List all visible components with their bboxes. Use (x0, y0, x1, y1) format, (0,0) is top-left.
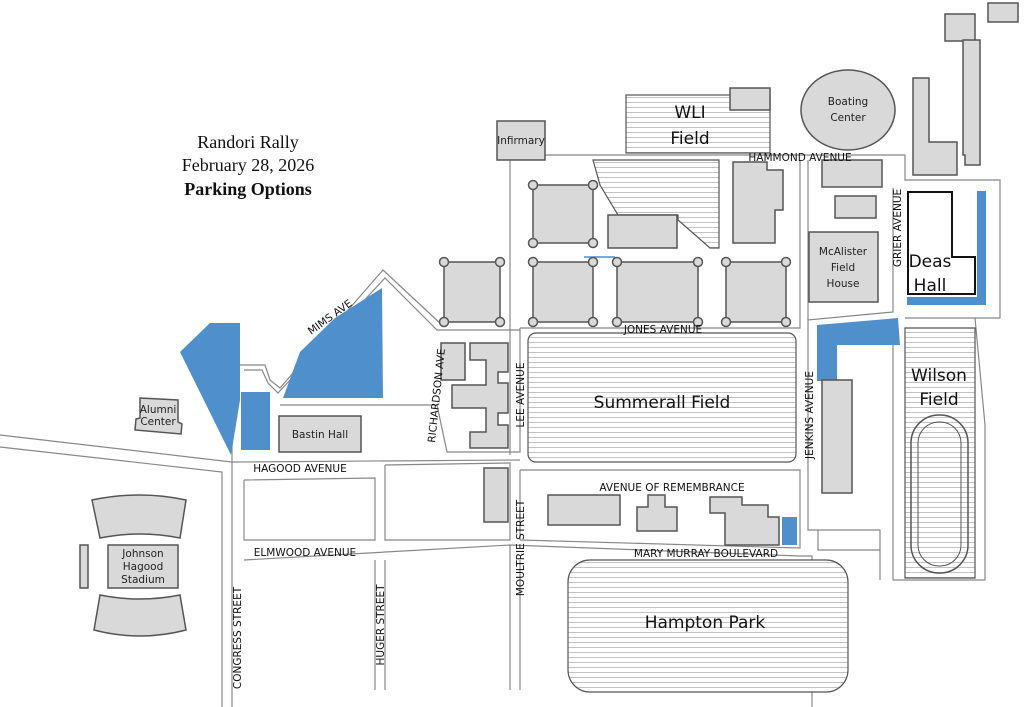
mcalister-label-2: Field (831, 262, 855, 274)
alumni-center-building (134, 397, 183, 435)
mcalister-field-house-building (808, 231, 879, 303)
street-hammond-avenue: HAMMOND AVENUE (748, 152, 851, 164)
bastin-hall-label: Bastin Hall (292, 429, 348, 441)
street-richardson-ave: RICHARDSON AVE (426, 348, 448, 443)
hampton-park-label: Hampton Park (645, 613, 766, 633)
infirmary-building (496, 120, 546, 161)
wli-field-label-1: WLI (674, 103, 705, 123)
bastin-hall-building (278, 415, 362, 453)
deas-hall-label-1: Deas (909, 252, 952, 272)
street-jones-avenue: JONES AVENUE (623, 324, 702, 336)
mcalister-label-1: McAlister (819, 246, 868, 258)
street-elmwood-avenue: ELMWOOD AVENUE (254, 547, 356, 559)
johnson-hagood-stadium-building (107, 544, 179, 589)
running-track (910, 414, 969, 574)
deas-hall-label-2: Hall (914, 276, 947, 296)
hampton-park (567, 559, 849, 693)
map-title-event: Randori Rally (197, 132, 299, 152)
map-title-date: February 28, 2026 (182, 155, 314, 175)
parking-lot-jenkins (817, 318, 900, 381)
parking-lot-mims (283, 288, 383, 398)
deas-hall-building (907, 191, 976, 295)
parking-lot-remembrance (782, 517, 797, 545)
boating-center-label-2: Center (830, 112, 866, 124)
summerall-field-label: Summerall Field (594, 393, 731, 413)
street-hagood-avenue: HAGOOD AVENUE (253, 463, 347, 475)
street-lee-avenue: LEE AVENUE (515, 363, 527, 428)
mcalister-label-3: House (827, 278, 860, 290)
street-congress-street: CONGRESS STREET (232, 586, 244, 689)
wilson-field (904, 327, 976, 579)
street-mary-murray-boulevard: MARY MURRAY BOULEVARD (634, 548, 778, 560)
infirmary-label: Infirmary (497, 135, 545, 147)
buildings (79, 2, 1019, 637)
stadium-label-1: Johnson (121, 548, 163, 560)
stadium-stands-north (91, 494, 187, 539)
street-avenue-of-remembrance: AVENUE OF REMEMBRANCE (599, 482, 744, 494)
boating-center-building (800, 69, 896, 151)
street-moultrie-street: MOULTRIE STREET (515, 499, 527, 596)
stadium-label-2: Hagood (123, 561, 164, 573)
summerall-field (527, 332, 797, 463)
street-jenkins-avenue: JENKINS AVENUE (804, 371, 816, 460)
street-grier-avenue: GRIER AVENUE (892, 189, 904, 267)
parking-lot-deas-east (977, 191, 986, 305)
parking-lot-west (180, 323, 240, 455)
parking-lot-bastin (241, 392, 270, 450)
hatched-lot (592, 159, 720, 249)
wilson-field-label-2: Field (919, 390, 958, 410)
boating-center-label-1: Boating (828, 96, 868, 108)
street-huger-street: HUGER STREET (375, 584, 387, 666)
map-title-subtitle: Parking Options (184, 179, 312, 199)
alumni-center-label-2: Center (140, 416, 176, 428)
wli-field-label-2: Field (670, 129, 709, 149)
alumni-center-label-1: Alumni (140, 404, 177, 416)
running-track-inner (917, 421, 962, 567)
stadium-stands-south (93, 594, 187, 637)
parking-lot-deas-south (907, 297, 977, 305)
roads (0, 154, 1001, 707)
stadium-label-3: Stadium (121, 574, 165, 586)
wilson-field-label-1: Wilson (911, 366, 967, 386)
